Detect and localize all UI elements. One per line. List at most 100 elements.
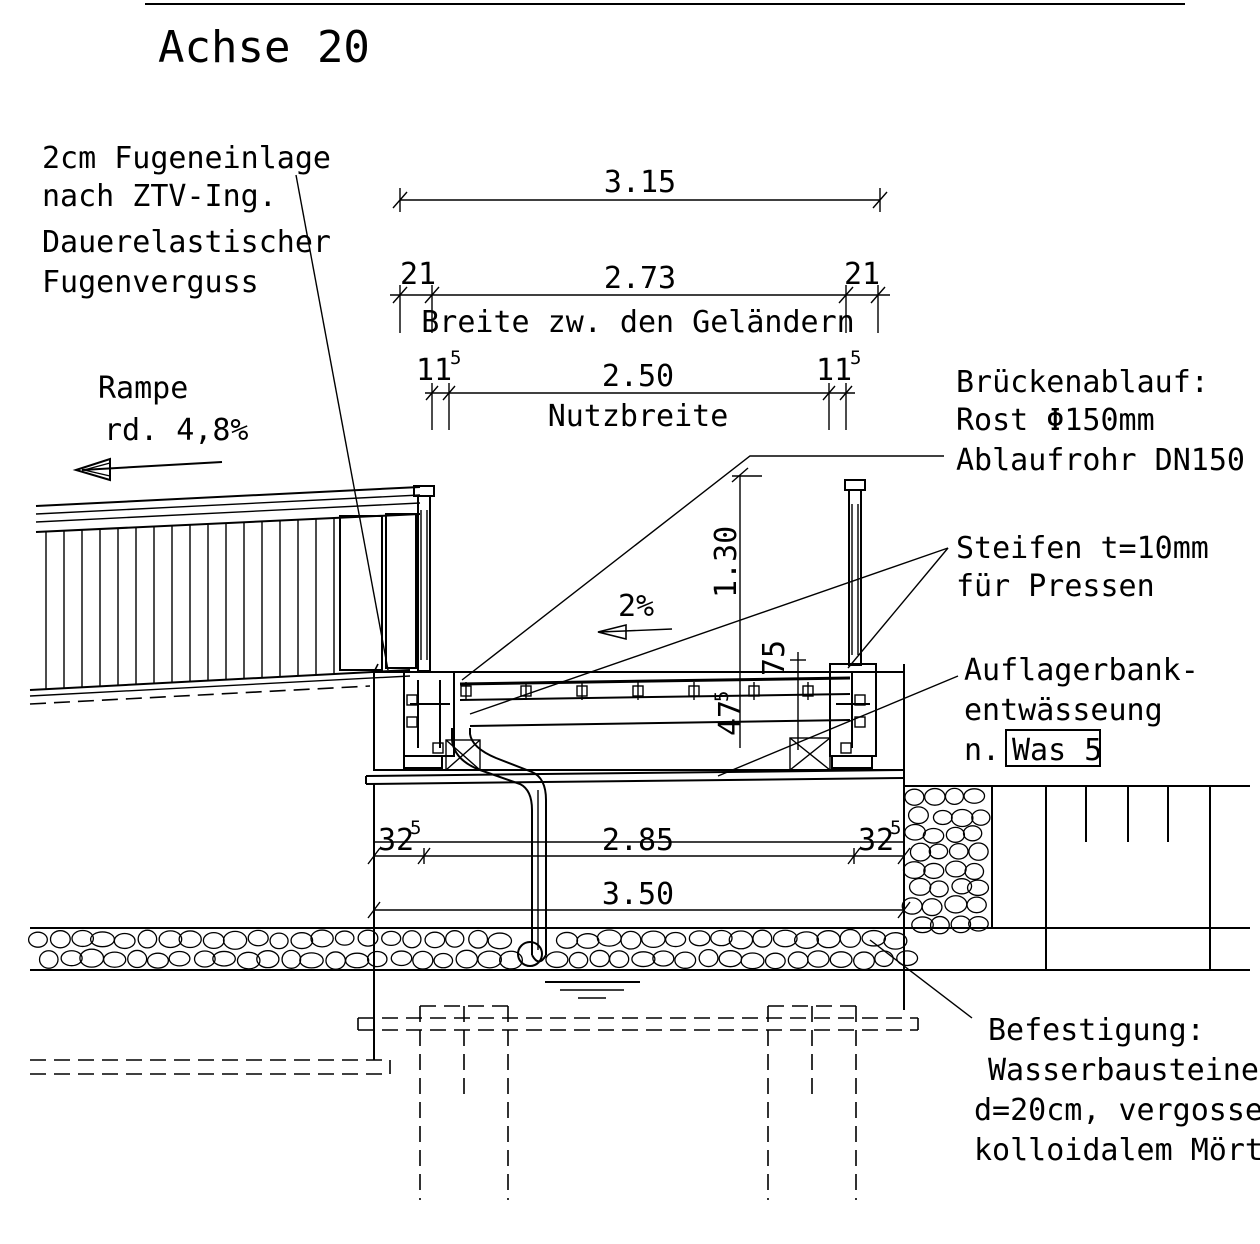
- ramp-arrow-shaft: [81, 461, 223, 471]
- stone: [962, 825, 983, 842]
- dim-abut-left: 32: [378, 823, 414, 858]
- dim-overall-value: 3.15: [604, 165, 676, 200]
- stone: [908, 877, 932, 896]
- stone: [576, 933, 600, 949]
- abutment: [30, 664, 919, 1200]
- stone: [113, 932, 136, 950]
- stone: [290, 932, 314, 950]
- stone: [807, 950, 830, 968]
- stone: [589, 949, 610, 968]
- stone: [928, 843, 949, 860]
- clear-width-text: Nutzbreite: [548, 399, 729, 434]
- drawing-title: Achse 20: [158, 22, 370, 73]
- railing-post-left: [413, 485, 435, 672]
- joint-line-1: 2cm Fugeneinlage: [42, 141, 331, 176]
- stone: [816, 930, 841, 949]
- bearing-line-3: n.: [964, 733, 1000, 768]
- stone: [929, 915, 950, 935]
- stone: [829, 951, 853, 969]
- drain-line-3: Ablaufrohr DN150: [956, 443, 1245, 478]
- stone: [902, 861, 926, 880]
- stone: [433, 952, 454, 969]
- stone: [904, 788, 925, 806]
- stone: [256, 950, 280, 969]
- stone: [923, 862, 945, 880]
- stone: [968, 842, 989, 861]
- stone: [896, 950, 919, 967]
- stone: [752, 929, 773, 948]
- stiffener-line-1: Steifen t=10mm: [956, 531, 1209, 566]
- dim-between-railings: 2.73: [604, 261, 676, 296]
- stone: [718, 950, 743, 968]
- dim-clear-left: 11: [416, 353, 452, 388]
- stone: [390, 950, 413, 967]
- stone: [193, 950, 216, 968]
- stone: [793, 931, 820, 949]
- stone: [222, 930, 248, 950]
- stone: [688, 930, 711, 947]
- slope-value: 2%: [618, 589, 654, 624]
- ramp-label: Rampe rd. 4,8%: [72, 371, 249, 482]
- stone: [468, 929, 489, 949]
- stone: [932, 809, 953, 826]
- stone: [236, 951, 261, 970]
- stone: [60, 950, 83, 967]
- slope-indicator: 2%: [597, 589, 673, 641]
- stone: [158, 930, 183, 949]
- stone: [853, 951, 876, 971]
- stone: [968, 915, 989, 932]
- stone: [874, 950, 894, 968]
- stone: [921, 898, 943, 917]
- bearing-line-2: entwässeung: [964, 693, 1163, 728]
- joint-label: 2cm Fugeneinlage nach ZTV-Ing. Dauerelas…: [42, 141, 389, 671]
- stone: [498, 950, 524, 970]
- fixing-line-4: kolloidalem Mörtel: [974, 1133, 1260, 1168]
- stone: [89, 931, 116, 948]
- joint-line-2: nach ZTV-Ing.: [42, 179, 277, 214]
- bearing-leader: [717, 675, 959, 777]
- stone: [168, 950, 191, 967]
- stone: [883, 932, 908, 950]
- stone: [247, 929, 269, 947]
- stone: [620, 930, 642, 950]
- drain-label: Brückenablauf: Rost Φ150mm Ablaufrohr DN…: [461, 365, 1245, 681]
- stone: [907, 806, 929, 825]
- stiffener-leader-2: [847, 547, 949, 669]
- stone: [608, 950, 630, 969]
- dim-clear-left-sup: 5: [450, 347, 461, 369]
- stone: [38, 950, 59, 969]
- drain-leader: [461, 455, 944, 681]
- stone: [944, 787, 965, 805]
- bearing-ref-box: [1005, 729, 1101, 767]
- stone: [924, 787, 946, 806]
- drain-line-1: Brückenablauf:: [956, 365, 1209, 400]
- dim-flange-value: 75: [757, 640, 792, 676]
- dim-abut-right: 32: [858, 823, 894, 858]
- stone: [424, 931, 446, 949]
- dim-abut-right-sup: 5: [890, 817, 901, 839]
- stone: [839, 928, 862, 948]
- bolt: [854, 716, 866, 728]
- ramp-railing: [29, 486, 421, 705]
- fixing-line-2: Wasserbausteine: [988, 1053, 1259, 1088]
- dim-rail-left: 21: [400, 257, 436, 292]
- fixing-leader: [869, 939, 973, 1019]
- dim-clear-right: 11: [816, 353, 852, 388]
- dim-web-value: 47: [713, 700, 748, 736]
- stone: [944, 895, 968, 914]
- railing-post-right: [844, 479, 866, 666]
- dim-railings: 21 2.73 21 Breite zw. den Geländern: [390, 257, 890, 340]
- stone: [325, 951, 346, 970]
- stone: [740, 952, 765, 970]
- ramp-arrow-head: [72, 457, 111, 482]
- stone: [964, 862, 985, 881]
- stone: [948, 843, 969, 860]
- stone: [904, 823, 926, 841]
- stone: [357, 929, 379, 947]
- fixing-line-1: Befestigung:: [988, 1013, 1205, 1048]
- stone: [545, 951, 569, 969]
- stone: [787, 951, 809, 969]
- stone: [950, 808, 974, 828]
- stone: [698, 948, 719, 968]
